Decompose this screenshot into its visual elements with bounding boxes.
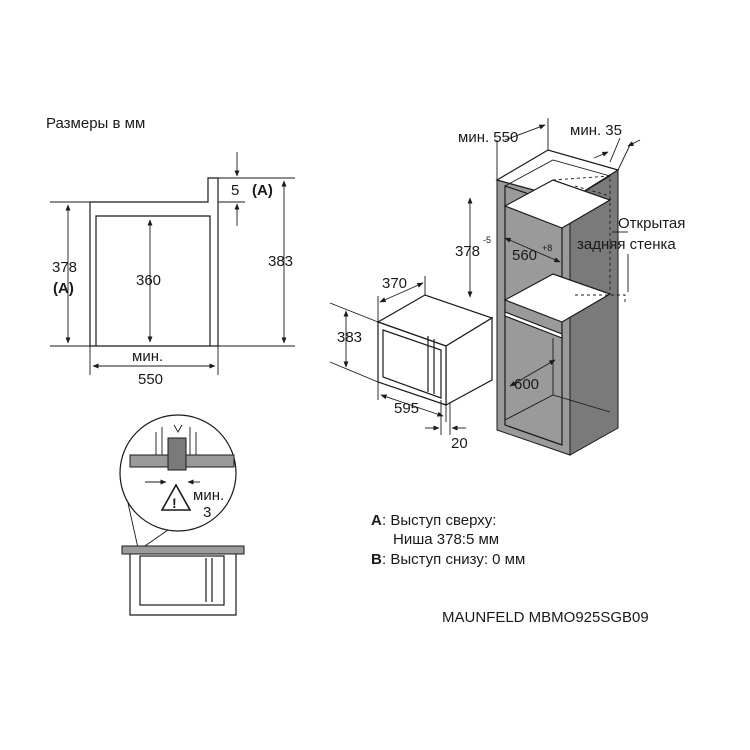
svg-text:!: ! xyxy=(172,495,177,511)
side-height-a: 378 xyxy=(52,259,77,276)
side-width: 550 xyxy=(138,371,163,388)
legend: A : Выступ сверху: Ниша 378:5 мм B : Выс… xyxy=(371,512,525,568)
model-name: MAUNFELD MBMO925SGB09 xyxy=(442,609,649,626)
cabinet-niche-height: 378 xyxy=(455,243,480,260)
side-view: 378 (A) 360 383 5 (A) мин. 550 xyxy=(50,152,295,388)
detail-min-label: мин. xyxy=(193,487,224,504)
side-inner-height: 360 xyxy=(136,272,161,289)
legend-b-key: B xyxy=(371,551,382,568)
appliance-depth: 370 xyxy=(382,275,407,292)
legend-a-key: A xyxy=(371,512,382,529)
legend-b-line: : Выступ снизу: 0 мм xyxy=(382,551,525,568)
cabinet-min-gap: мин. 35 xyxy=(570,122,622,139)
cabinet-niche-width-tol: +8 xyxy=(542,243,552,253)
units-label: Размеры в мм xyxy=(46,115,145,132)
detail-min-value: 3 xyxy=(203,504,211,521)
cabinet-min-depth: мин. 550 xyxy=(458,129,518,146)
cabinet-niche-width: 560 xyxy=(512,247,537,264)
side-total-height: 383 xyxy=(268,253,293,270)
appliance-front: 20 xyxy=(451,435,468,452)
appliance-height: 383 xyxy=(337,329,362,346)
detail-view: ! мин. 3 xyxy=(119,414,245,616)
appliance-width: 595 xyxy=(394,400,419,417)
side-marker-a: (A) xyxy=(53,280,74,297)
side-min-label: мин. xyxy=(132,348,163,365)
legend-a-line2: Ниша 378:5 мм xyxy=(393,531,499,548)
side-top-marker: (A) xyxy=(252,182,273,199)
legend-a-line1: : Выступ сверху: xyxy=(382,512,496,529)
cabinet-depth: 600 xyxy=(514,376,539,393)
side-top-offset: 5 xyxy=(231,182,239,199)
cabinet-niche-height-tol: -5 xyxy=(483,235,491,245)
cabinet-open-back-1: Открытая xyxy=(618,215,685,232)
cabinet-open-back-2: задняя стенка xyxy=(577,236,676,253)
appliance-view: 370 383 595 20 xyxy=(329,275,494,452)
cabinet-view: мин. 550 мин. 35 378 -5 560 +8 600 Откры… xyxy=(455,118,685,456)
